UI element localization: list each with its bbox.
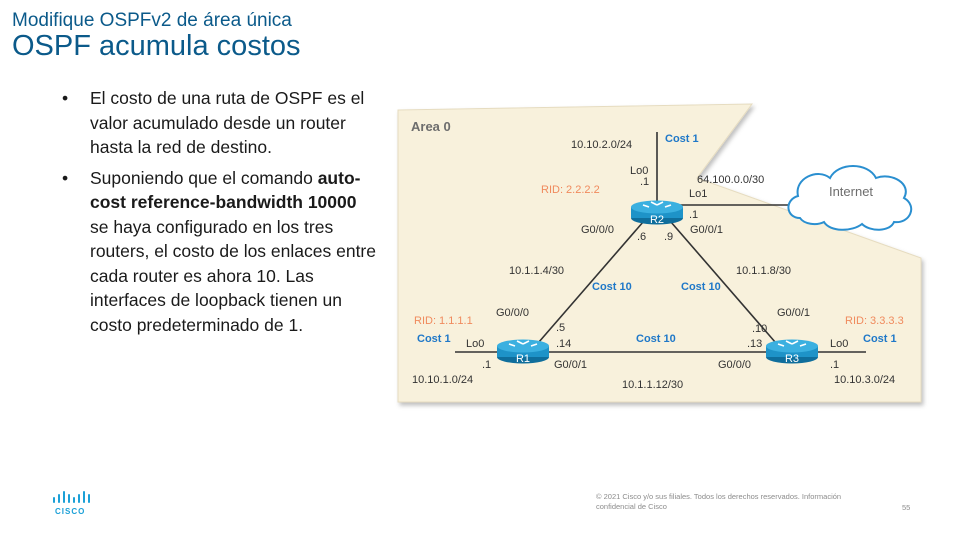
slide-subtitle: Modifique OSPFv2 de área única (12, 10, 292, 31)
r1-lo0-label: Lo0 (466, 338, 484, 350)
r3-g000-host: .13 (747, 338, 762, 350)
r2-loopback-network: 10.10.2.0/24 (571, 139, 632, 151)
internet-cloud-icon (787, 165, 913, 231)
r2-g000-host: .6 (637, 231, 646, 243)
r1-r3-network: 10.1.1.12/30 (622, 379, 683, 391)
r1-g000-host: .5 (556, 322, 565, 334)
r2-r3-cost: Cost 10 (681, 281, 721, 293)
r2-lo1-host: .1 (689, 209, 698, 221)
r1-r2-cost: Cost 10 (592, 281, 632, 293)
internet-label: Internet (829, 184, 873, 199)
r2-lo0-label: Lo0 (630, 165, 648, 177)
router-r2-rid: RID: 2.2.2.2 (541, 184, 600, 196)
r1-lo0-host: .1 (482, 359, 491, 371)
r2-r3-network: 10.1.1.8/30 (736, 265, 791, 277)
router-r1-name: R1 (516, 353, 530, 365)
router-r3-rid: RID: 3.3.3.3 (845, 315, 904, 327)
r2-g000-label: G0/0/0 (581, 224, 614, 236)
bullet-list: El costo de una ruta de OSPF es el valor… (62, 86, 377, 343)
router-r1-icon (497, 339, 549, 364)
area-label: Area 0 (411, 119, 451, 134)
link-r1-r2 (531, 213, 651, 351)
bullet-item: Suponiendo que el comando auto-cost refe… (62, 166, 377, 338)
r2-internet-network: 64.100.0.0/30 (697, 174, 764, 186)
r3-g001-label: G0/0/1 (777, 307, 810, 319)
bullet-item: El costo de una ruta de OSPF es el valor… (62, 86, 377, 160)
area-0-region (397, 103, 922, 403)
cisco-logo-icon (53, 491, 90, 503)
r1-g001-label: G0/0/1 (554, 359, 587, 371)
r2-lo0-host: .1 (640, 176, 649, 188)
bullet-text: El costo de una ruta de OSPF es el valor… (90, 88, 365, 157)
router-r2-icon (631, 200, 683, 225)
footer-copyright: © 2021 Cisco y/o sus filiales. Todos los… (596, 492, 842, 511)
router-r3-name: R3 (785, 353, 799, 365)
r3-lo0-label: Lo0 (830, 338, 848, 350)
r2-lo1-label: Lo1 (689, 188, 707, 200)
r3-loopback-cost: Cost 1 (863, 333, 897, 345)
r1-r3-cost: Cost 10 (636, 333, 676, 345)
r1-loopback-network: 10.10.1.0/24 (412, 374, 473, 386)
command-text: auto-cost reference-bandwidth 10000 (90, 167, 361, 213)
r3-g000-label: G0/0/0 (718, 359, 751, 371)
router-r1-rid: RID: 1.1.1.1 (414, 315, 473, 327)
r3-lo0-host: .1 (830, 359, 839, 371)
link-r2-r3 (663, 213, 783, 351)
cisco-logo-text: CISCO (55, 507, 86, 516)
r1-g001-host: .14 (556, 338, 571, 350)
r1-r2-network: 10.1.1.4/30 (509, 265, 564, 277)
r2-g001-host: .9 (664, 231, 673, 243)
r3-g001-host: .10 (752, 323, 767, 335)
router-r2-name: R2 (650, 214, 664, 226)
slide-title: OSPF acumula costos (12, 30, 301, 62)
r2-g001-label: G0/0/1 (690, 224, 723, 236)
r1-loopback-cost: Cost 1 (417, 333, 451, 345)
page-number: 55 (902, 503, 911, 512)
r3-loopback-network: 10.10.3.0/24 (834, 374, 895, 386)
r1-g000-label: G0/0/0 (496, 307, 529, 319)
r2-loopback-cost: Cost 1 (665, 133, 699, 145)
bullet-text: se haya configurado en los tres routers,… (90, 216, 376, 335)
bullet-text: Suponiendo que el comando (90, 167, 318, 188)
router-r3-icon (766, 339, 818, 364)
